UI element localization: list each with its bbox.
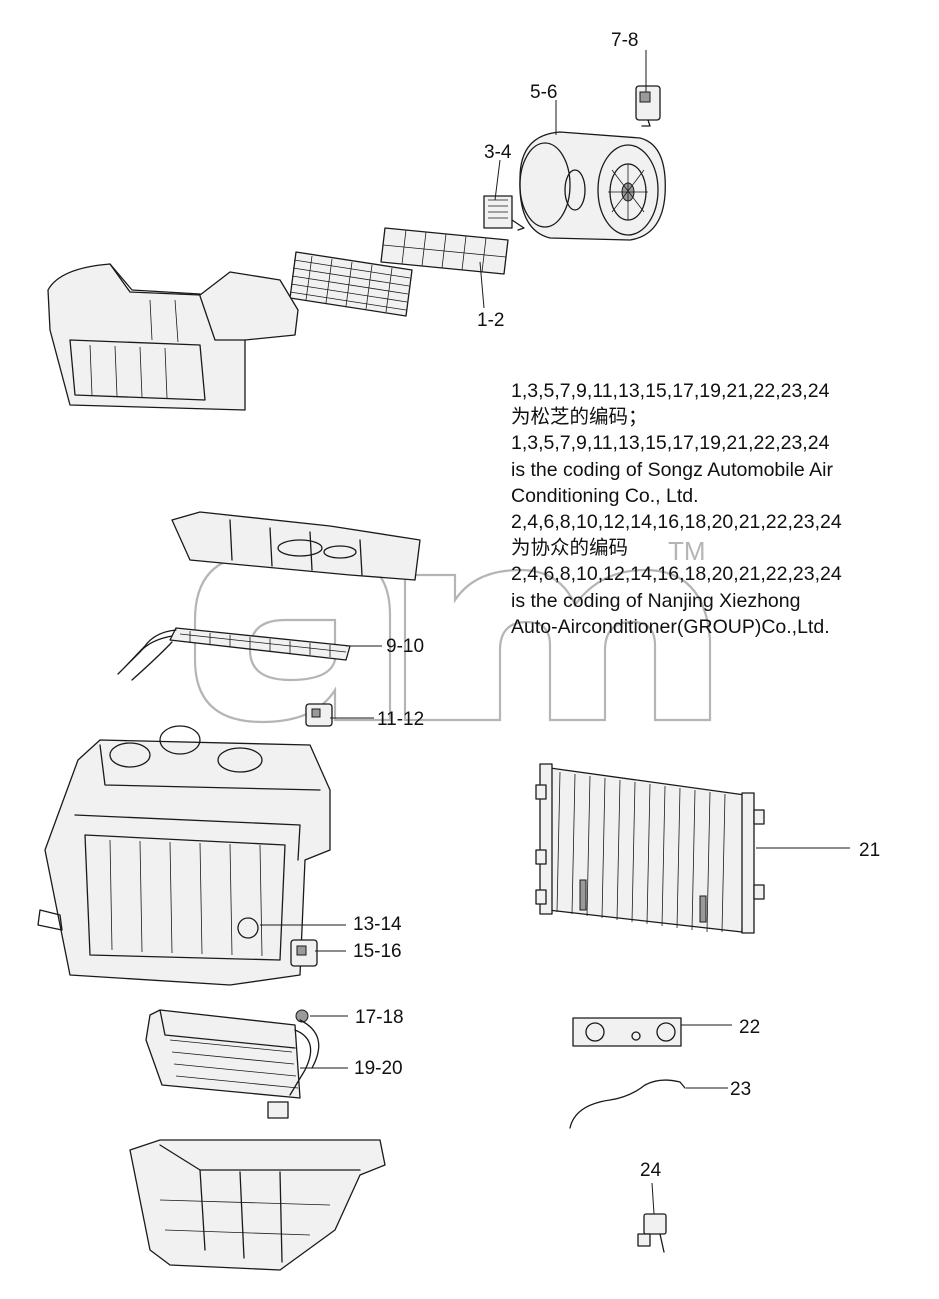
callout-17-18: 17-18	[355, 1007, 404, 1028]
part-top-duct	[171, 511, 421, 581]
callout-7-8: 7-8	[611, 30, 638, 51]
callout-5-6: 5-6	[530, 82, 557, 103]
part-evaporator-19-20	[145, 1009, 320, 1119]
part-actuator-11-12	[305, 703, 333, 727]
part-sensor-wire-23	[569, 1079, 686, 1129]
part-plate-22	[572, 1017, 682, 1047]
part-seal-17-18	[295, 1009, 309, 1023]
callout-19-20: 19-20	[354, 1058, 403, 1079]
callout-13-14: 13-14	[353, 914, 402, 935]
note-line: 为松芝的编码；	[511, 406, 648, 429]
part-lower-housing	[129, 1139, 386, 1271]
note-line: 2,4,6,8,10,12,14,16,18,20,21,22,23,24	[511, 563, 842, 586]
callout-9-10: 9-10	[386, 636, 424, 657]
part-filter-1-2	[289, 227, 509, 317]
part-resistor-3-4	[483, 195, 525, 231]
coding-note: 1,3,5,7,9,11,13,15,17,19,21,22,23,24 为松芝…	[511, 378, 931, 640]
callout-15-16: 15-16	[353, 941, 402, 962]
note-line: 为协众的编码	[511, 537, 629, 560]
note-line: is the coding of Nanjing Xiezhong	[511, 589, 801, 612]
watermark-logo: TM	[193, 536, 712, 724]
note-line: 1,3,5,7,9,11,13,15,17,19,21,22,23,24	[511, 380, 830, 402]
note-line: 1,3,5,7,9,11,13,15,17,19,21,22,23,24	[511, 432, 830, 455]
part-heater-core-9-10	[117, 627, 351, 681]
part-upper-housing	[47, 263, 299, 411]
callout-3-4: 3-4	[484, 142, 512, 163]
part-actuator-15-16	[290, 939, 318, 967]
note-line: is the coding of Songz Automobile Air	[511, 458, 833, 481]
callout-24: 24	[640, 1160, 662, 1181]
part-actuator-7-8	[635, 85, 661, 127]
part-blower-5-6	[519, 131, 666, 241]
note-line: 2,4,6,8,10,12,14,16,18,20,21,22,23,24	[511, 511, 842, 534]
callout-1-2: 1-2	[477, 310, 504, 331]
watermark-tm: TM	[668, 536, 706, 566]
callout-11-12: 11-12	[377, 709, 424, 730]
part-condenser-21	[535, 763, 765, 934]
callout-21: 21	[859, 840, 880, 861]
callout-22: 22	[739, 1017, 760, 1038]
note-line: Auto-Airconditioner(GROUP)Co.,Ltd.	[511, 615, 830, 638]
part-sensor-24	[637, 1213, 667, 1253]
note-line: Conditioning Co., Ltd.	[511, 484, 699, 507]
leader-lines	[260, 50, 850, 1215]
callout-23: 23	[730, 1079, 751, 1100]
callout-labels: 7-8 5-6 3-4 1-2 9-10 11-12 13-14 15-16 1…	[353, 30, 880, 1181]
part-hvac-case-13-14	[37, 725, 331, 986]
